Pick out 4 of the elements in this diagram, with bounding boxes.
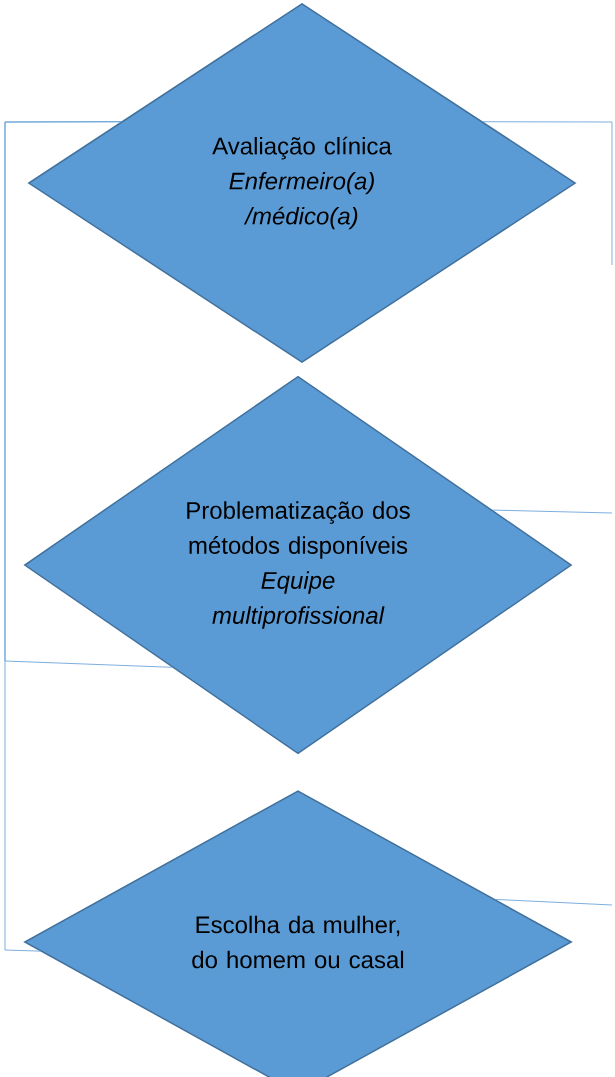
connector-line [482,121,613,266]
connector-line [495,899,613,906]
connector-line [4,121,122,952]
connector-line [492,509,613,514]
